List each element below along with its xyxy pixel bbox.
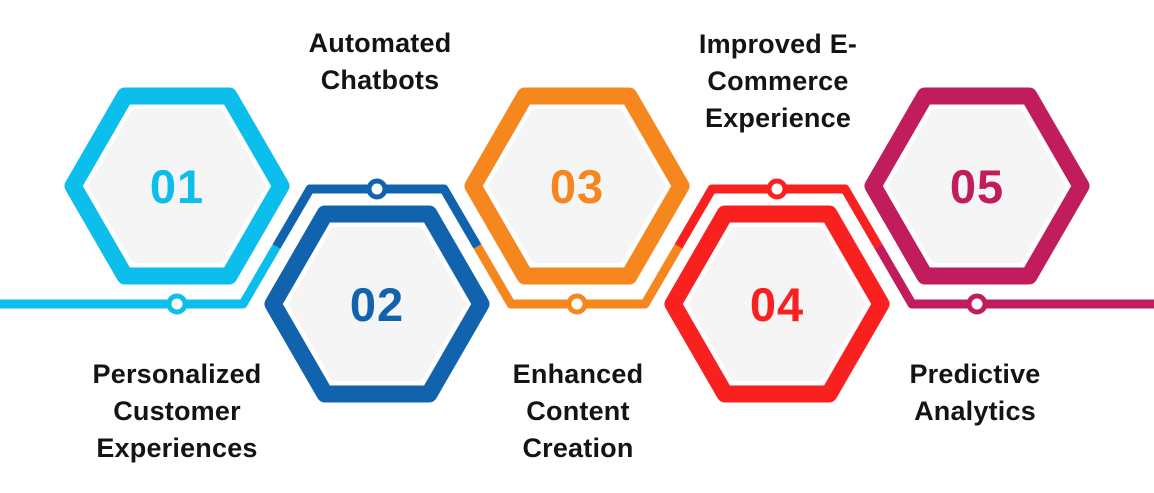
step-3-label: Enhanced Content Creation: [512, 359, 644, 463]
hexagon-fill: [488, 109, 666, 263]
step-4-label: Improved E- Commerce Experience: [698, 29, 858, 133]
step-number: 04: [750, 278, 804, 331]
step-number: 01: [150, 160, 204, 213]
connector-node-4: [766, 178, 788, 200]
hexagon-fill: [288, 227, 466, 381]
step-1-hexagon: 01: [64, 87, 290, 285]
connector-node-2: [366, 178, 388, 200]
connector-segment-5: [874, 244, 1154, 309]
connector-node-3: [566, 293, 588, 315]
connector-node-5: [966, 293, 988, 315]
step-1-label: Personalized Customer Experiences: [92, 359, 262, 463]
hexagon-fill: [888, 109, 1066, 263]
step-number: 03: [550, 160, 604, 213]
connector-node-1: [166, 293, 188, 315]
step-2-label: Automated Chatbots: [308, 28, 452, 95]
step-4-hexagon: 04: [664, 205, 890, 403]
step-number: 02: [350, 278, 404, 331]
step-3-hexagon: 03: [464, 87, 690, 285]
hexagon-fill: [88, 109, 266, 263]
connector-segment-1: [0, 244, 281, 309]
step-5-label: Predictive Analytics: [909, 359, 1041, 426]
step-number: 05: [950, 160, 1004, 213]
step-2-hexagon: 02: [264, 205, 490, 403]
hexagon-fill: [688, 227, 866, 381]
step-5-hexagon: 05: [864, 87, 1090, 285]
